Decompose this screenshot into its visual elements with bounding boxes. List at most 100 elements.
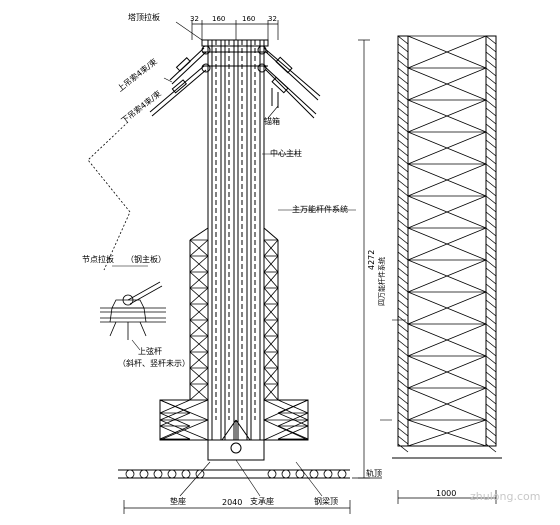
lattice-member bbox=[277, 412, 309, 427]
lattice-member bbox=[397, 203, 409, 213]
side-width-dimension bbox=[397, 490, 497, 504]
lattice-member bbox=[407, 323, 487, 357]
dim-side-width: 1000 bbox=[436, 489, 456, 498]
rail-wheel bbox=[181, 469, 191, 479]
lattice-member bbox=[397, 235, 409, 245]
label-node-plate-note: （钢主板） bbox=[126, 254, 166, 264]
rail-wheel bbox=[153, 469, 163, 479]
lattice-member bbox=[397, 435, 409, 445]
label-side-frame-system: 四万能杆件系统 bbox=[377, 257, 386, 306]
lattice-member bbox=[397, 91, 409, 101]
lattice-member bbox=[485, 251, 497, 261]
lattice-member bbox=[485, 163, 497, 173]
lattice-member bbox=[485, 339, 497, 349]
lattice-member bbox=[263, 255, 279, 273]
top-left-pin bbox=[201, 45, 211, 55]
lattice-member bbox=[397, 299, 409, 309]
lattice-member bbox=[189, 351, 209, 369]
lattice-member bbox=[407, 419, 487, 447]
leader-lines bbox=[112, 21, 406, 497]
lattice-member bbox=[485, 283, 497, 293]
lattice-member bbox=[485, 275, 497, 285]
lattice-member bbox=[189, 287, 209, 305]
lattice-member bbox=[397, 115, 409, 125]
lattice-member bbox=[263, 319, 279, 337]
top-dimension-chain bbox=[191, 20, 279, 40]
lattice-member bbox=[397, 323, 409, 333]
rail-wheel bbox=[337, 469, 347, 479]
lattice-member bbox=[159, 419, 209, 441]
lattice-member bbox=[397, 347, 409, 357]
dim-top-mid-left: 160 bbox=[212, 15, 225, 23]
lattice-member bbox=[263, 303, 279, 321]
lattice-member bbox=[189, 303, 209, 321]
lattice-member bbox=[407, 387, 487, 421]
lattice-member bbox=[397, 43, 409, 53]
lattice-member bbox=[397, 219, 409, 229]
lattice-member bbox=[485, 395, 497, 405]
lattice-member bbox=[485, 291, 497, 301]
rail-wheel bbox=[323, 469, 333, 479]
lattice-member bbox=[485, 91, 497, 101]
lattice-member bbox=[263, 287, 279, 305]
lattice-member bbox=[397, 267, 409, 277]
lattice-member bbox=[485, 307, 497, 317]
lattice-member bbox=[485, 43, 497, 53]
lattice-member bbox=[485, 131, 497, 141]
lattice-member bbox=[485, 323, 497, 333]
lattice-member bbox=[397, 291, 409, 301]
rail-wheel bbox=[139, 469, 149, 479]
lattice-member bbox=[397, 123, 409, 133]
lattice-member bbox=[485, 227, 497, 237]
lattice-member bbox=[263, 419, 309, 441]
lattice-member bbox=[159, 399, 209, 421]
lattice-member bbox=[263, 367, 279, 385]
lattice-member bbox=[407, 195, 487, 229]
dim-base-width: 2040 bbox=[222, 498, 242, 507]
lattice-member bbox=[485, 147, 497, 157]
lattice-member bbox=[407, 35, 487, 69]
lattice-member bbox=[397, 227, 409, 237]
lattice-member bbox=[485, 211, 497, 221]
lattice-member bbox=[397, 163, 409, 173]
watermark: zhulong.com bbox=[470, 490, 540, 503]
lattice-member bbox=[159, 412, 191, 427]
lattice-member bbox=[397, 275, 409, 285]
lattice-member bbox=[263, 399, 309, 421]
lattice-member bbox=[397, 75, 409, 85]
rail-wheels bbox=[125, 469, 347, 479]
label-upper-chord: 上弦杆 bbox=[138, 346, 162, 356]
lattice-member bbox=[485, 139, 497, 149]
lattice-member bbox=[485, 379, 497, 389]
lattice-member bbox=[189, 383, 209, 401]
lattice-member bbox=[397, 251, 409, 261]
lattice-member bbox=[397, 371, 409, 381]
lattice-member bbox=[397, 51, 409, 61]
lattice-member bbox=[485, 347, 497, 357]
lattice-member bbox=[407, 131, 487, 165]
lattice-member bbox=[485, 363, 497, 373]
lattice-member bbox=[397, 195, 409, 205]
lattice-member bbox=[397, 35, 409, 45]
lattice-member bbox=[485, 155, 497, 165]
lattice-member bbox=[397, 419, 409, 429]
lattice-member bbox=[397, 283, 409, 293]
lattice-member bbox=[397, 259, 409, 269]
right-lattice-tower bbox=[263, 227, 309, 441]
lattice-member bbox=[263, 351, 279, 369]
rail-wheel bbox=[281, 469, 291, 479]
dim-top-right: 32 bbox=[268, 15, 277, 23]
lattice-member bbox=[485, 419, 497, 429]
label-chord-note: （斜杆、竖杆未示） bbox=[118, 358, 190, 368]
lattice-member bbox=[189, 239, 209, 257]
lattice-member bbox=[397, 403, 409, 413]
lattice-member bbox=[485, 107, 497, 117]
lattice-member bbox=[397, 59, 409, 69]
rail-wheel bbox=[125, 469, 135, 479]
label-main-frame-system: 主万能杆件系统 bbox=[292, 204, 348, 214]
lattice-member bbox=[485, 371, 497, 381]
left-lattice-tower bbox=[159, 227, 209, 441]
upper-cable-left bbox=[149, 47, 207, 117]
lattice-member bbox=[397, 363, 409, 373]
label-rail-top: 轨顶 bbox=[366, 468, 382, 478]
